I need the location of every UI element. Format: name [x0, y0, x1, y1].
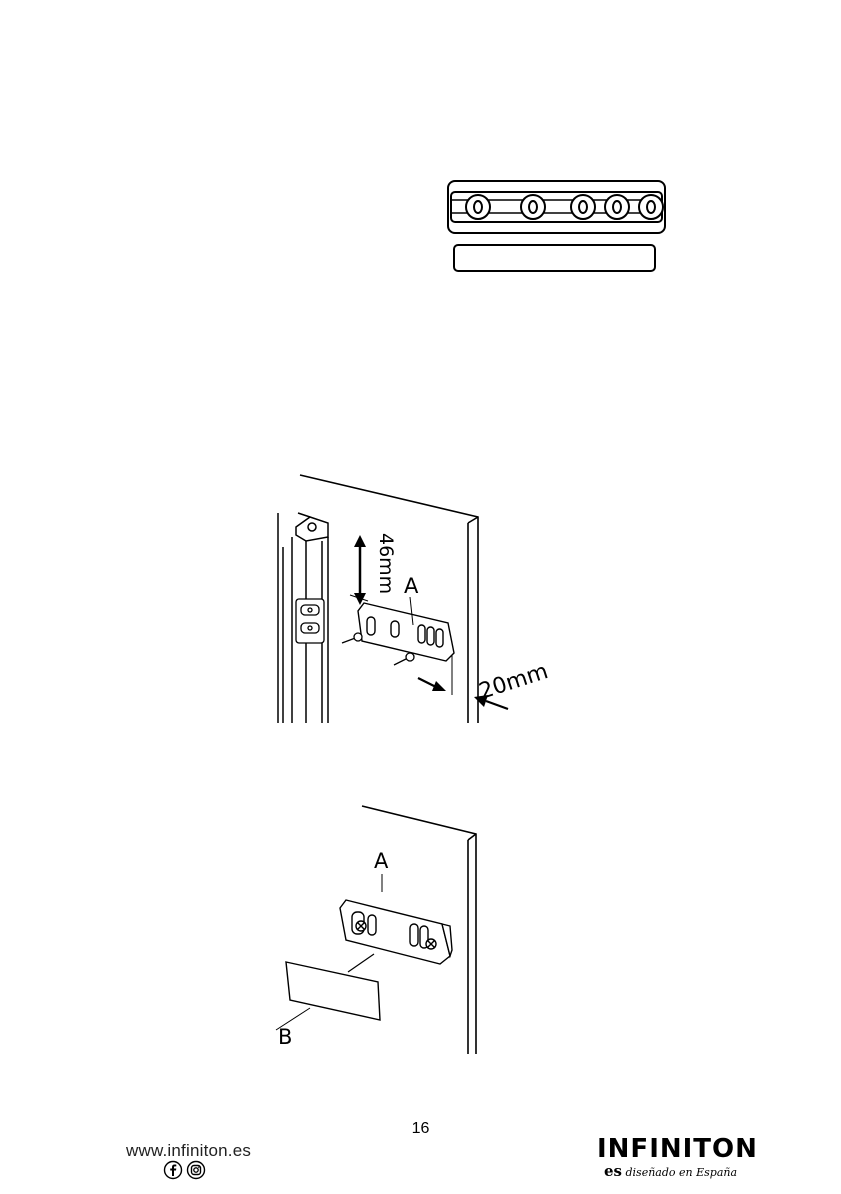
bracket-hole	[639, 195, 663, 219]
website-link[interactable]: www.infiniton.es	[126, 1141, 251, 1161]
vertical-dimension-label: 46mm	[375, 533, 397, 594]
screw	[394, 653, 414, 665]
tagline-prefix: es	[604, 1162, 622, 1180]
bracket-cover	[454, 245, 655, 271]
facebook-icon[interactable]	[163, 1160, 183, 1180]
instagram-icon[interactable]	[186, 1160, 206, 1180]
door-panel	[298, 475, 478, 723]
plate-a-label: A	[404, 574, 419, 598]
horizontal-dimension-label: 20mm	[476, 659, 551, 705]
vertical-dimension-arrow	[354, 535, 366, 605]
brand-logo: INFINITON	[597, 1134, 758, 1164]
bracket-top-figure	[445, 178, 670, 276]
bracket-hole	[466, 195, 490, 219]
plate-a-label: A	[374, 849, 389, 873]
brand-tagline: es diseñado en España	[604, 1162, 737, 1180]
frame-hinge	[296, 599, 324, 643]
cover-plate-b	[286, 962, 380, 1020]
bracket-hole	[605, 195, 629, 219]
cover-b-label: B	[278, 1025, 292, 1049]
mounting-plate-a	[340, 900, 452, 964]
tagline-text: diseñado en España	[626, 1166, 738, 1179]
mounting-detail-figure: 46mm A 20mm	[270, 465, 560, 725]
mounting-plate-a	[358, 603, 454, 661]
bracket-hole	[521, 195, 545, 219]
screw	[342, 633, 362, 643]
cover-detail-figure: A B	[270, 800, 500, 1058]
bracket-hole	[571, 195, 595, 219]
